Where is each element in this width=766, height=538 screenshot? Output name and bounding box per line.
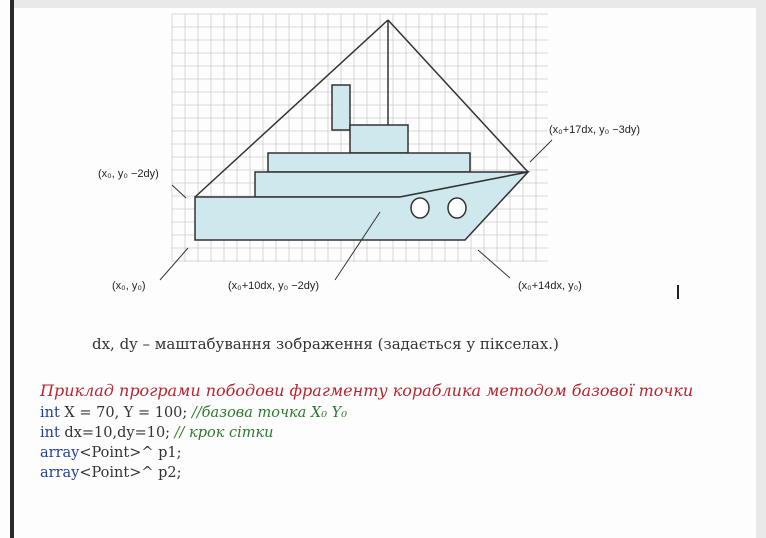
code-heading: Приклад програми пободови фрагменту кора…	[40, 381, 694, 400]
code-text: <Point>^ p1;	[79, 445, 182, 461]
code-line-2: int dx=10,dy=10; // крок сітки	[40, 423, 740, 443]
code-line-3: array<Point>^ p1;	[40, 443, 740, 463]
text-cursor	[677, 285, 679, 299]
top-border	[14, 0, 766, 8]
mast-line-left	[194, 19, 389, 198]
keyword: array	[40, 465, 80, 481]
code-comment: //базова точка X₀ Y₀	[191, 405, 348, 421]
right-border	[756, 0, 766, 538]
label-top-right: (x₀+17dx, y₀ −3dy)	[549, 124, 641, 136]
porthole-left	[410, 197, 430, 219]
arrow-top-left	[171, 184, 187, 199]
porthole-right	[447, 197, 467, 219]
label-top-left: (x₀, y₀ −2dy)	[98, 168, 159, 180]
arrow-bottom-mid	[334, 211, 381, 281]
label-bottom-right: (x₀+14dx, y₀)	[518, 280, 582, 292]
label-bottom-left: (x₀, y₀)	[112, 280, 146, 292]
ship-middle-deck	[267, 152, 471, 173]
ship-diagram	[159, 13, 553, 281]
code-text: X = 70, Y = 100;	[59, 405, 192, 421]
ship-chimney	[331, 84, 351, 131]
keyword: int	[40, 405, 60, 421]
keyword: array	[40, 445, 80, 461]
code-line-4: array<Point>^ p2;	[40, 463, 740, 483]
mast-line-right	[387, 19, 529, 173]
caption: dx, dy – маштабування зображення (задаєт…	[92, 335, 559, 353]
left-border	[10, 0, 14, 538]
keyword: int	[40, 425, 60, 441]
arrow-bottom-right	[477, 249, 511, 279]
code-text: <Point>^ p2;	[79, 465, 182, 481]
code-line-1: int X = 70, Y = 100; //базова точка X₀ Y…	[40, 403, 740, 423]
code-comment: // крок сітки	[174, 425, 274, 441]
ship-hull	[194, 170, 531, 241]
arrow-top-right	[529, 139, 553, 163]
arrow-bottom-left	[159, 247, 189, 281]
label-bottom-mid: (x₀+10dx, y₀ −2dy)	[228, 280, 320, 292]
code-block: Приклад програми пободови фрагменту кора…	[40, 380, 740, 483]
ship-upper-cabin	[349, 124, 409, 154]
code-text: dx=10,dy=10;	[59, 425, 175, 441]
